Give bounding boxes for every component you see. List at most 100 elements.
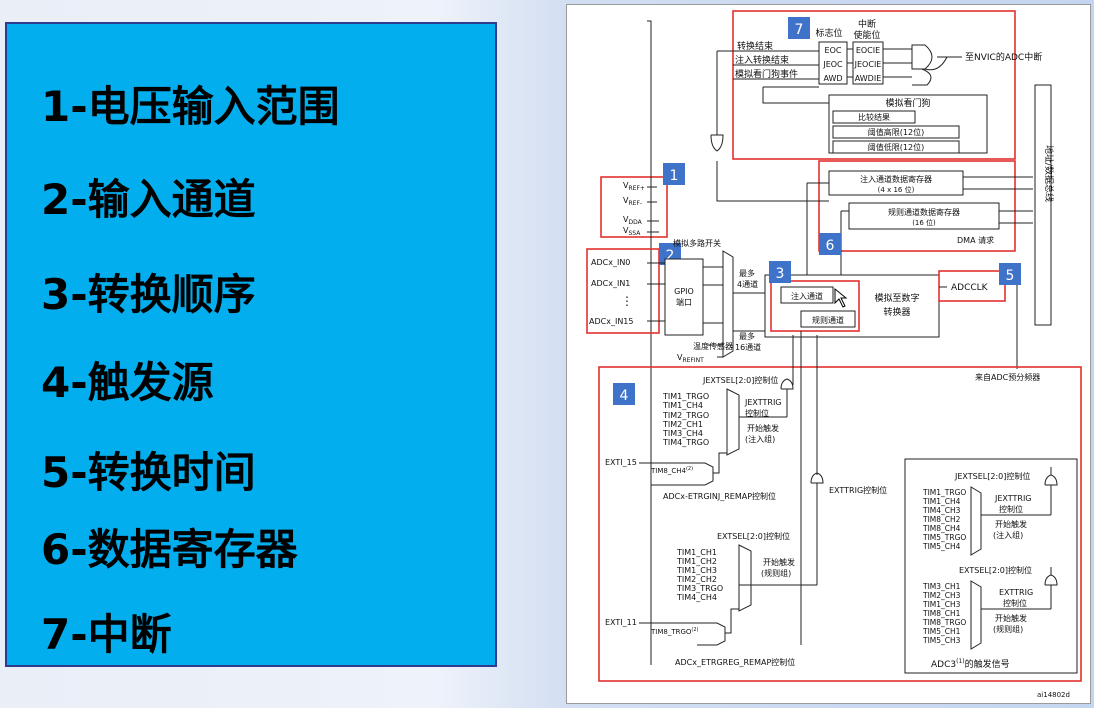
adc3-ext-signal: TIM8_TRGO — [922, 618, 966, 627]
enable-jeocie: JEOCIE — [854, 60, 882, 69]
nvic-label: 至NVIC的ADC中断 — [965, 51, 1042, 63]
adc3-jext-signal-list: TIM1_TRGO TIM1_CH4 TIM4_CH3 TIM8_CH2 TIM… — [922, 488, 966, 551]
start-inj-line2: (注入组) — [745, 434, 775, 444]
injected-channel-box — [780, 286, 834, 304]
mouse-cursor-icon — [834, 287, 848, 308]
exti15-label: EXTI_15 — [605, 458, 637, 467]
adc3-jextsel-title: JEXTSEL[2:0]控制位 — [954, 471, 1030, 481]
vrefint-label: VREFINT — [677, 353, 704, 364]
watchdog-low-box — [832, 140, 960, 154]
adc3-jext-signal: TIM1_TRGO — [922, 488, 966, 497]
adc3-exttrig-line1: EXTTRIG — [999, 588, 1033, 597]
extsel-title: EXTSEL[2:0]控制位 — [717, 531, 790, 541]
adc3-jexttrig-line1: JEXTTRIG — [994, 494, 1032, 503]
regular-channel: 规则通道 — [812, 315, 844, 325]
section-7-border — [732, 10, 1016, 160]
exti15-mux — [639, 452, 727, 486]
adc3-jext-mux — [970, 467, 1058, 556]
adc3-jext-signal: TIM5_CH4 — [922, 542, 961, 551]
flag-jeoc: JEOC — [822, 60, 843, 69]
enable-column-title-2: 使能位 — [853, 29, 880, 41]
badge-5-label: 5 — [1006, 268, 1015, 284]
adc3-extsel-title: EXTSEL[2:0]控制位 — [959, 565, 1032, 575]
badge-3-label: 3 — [776, 266, 785, 282]
jext-signal: TIM4_TRGO — [662, 438, 709, 447]
ext-signal: TIM1_CH2 — [676, 557, 717, 566]
adc3-ext-signal: TIM5_CH1 — [922, 627, 961, 636]
jextsel-title: JEXTSEL[2:0]控制位 — [702, 375, 778, 385]
adc3-start-reg-line2: (规则组) — [993, 624, 1023, 634]
topic-conversion-order: 3-转换顺序 — [41, 270, 256, 319]
regular-channel-box — [800, 310, 856, 328]
analog-mux-label: 模拟多路开关 — [673, 238, 721, 248]
start-reg-line1: 开始触发 — [763, 557, 795, 567]
input-watchdog-event: 模拟看门狗事件 — [735, 68, 798, 80]
ext-signal: TIM2_CH2 — [676, 575, 717, 584]
temp-sensor: 温度传感器 — [693, 341, 733, 351]
badge-4 — [613, 383, 635, 405]
adc3-ext-signal: TIM2_CH3 — [922, 591, 961, 600]
badge-1 — [663, 163, 685, 185]
section-2-border — [586, 248, 660, 334]
adcclk-label: ADCCLK — [951, 283, 989, 293]
ext-mux — [738, 544, 752, 612]
adc3-jext-signal: TIM5_TRGO — [922, 533, 966, 542]
input-in1: ADCx_IN1 — [591, 279, 630, 288]
vssa: VSSA — [623, 226, 641, 237]
gpio-port-box — [664, 258, 704, 336]
ext-signal-list: TIM1_CH1 TIM1_CH2 TIM1_CH3 TIM2_CH2 TIM3… — [676, 548, 723, 602]
adc-core-line2: 转换器 — [883, 306, 910, 318]
topic-list-panel: 1-电压输入范围 2-输入通道 3-转换顺序 4-触发源 5-转换时间 6-数据… — [5, 22, 497, 667]
badge-7 — [788, 17, 810, 39]
adc3-ext-signal: TIM5_CH3 — [922, 636, 961, 645]
exti11-mux — [639, 608, 739, 646]
badge-4-label: 4 — [620, 388, 629, 404]
adc3-ext-signal: TIM8_CH1 — [922, 609, 961, 618]
vref-plus: VREF+ — [623, 181, 645, 192]
section-3-border — [770, 280, 860, 332]
input-in15: ADCx_IN15 — [589, 317, 633, 326]
section-6-border — [818, 160, 1016, 252]
topic-conversion-time: 5-转换时间 — [41, 448, 256, 497]
clock-wires — [939, 285, 1018, 369]
start-reg-line2: (规则组) — [761, 568, 791, 578]
enable-awdie: AWDIE — [855, 74, 882, 83]
topic-trigger-source: 4-触发源 — [41, 358, 214, 407]
adc3-start-reg-line1: 开始触发 — [995, 613, 1027, 623]
input-ellipsis: ⋮ — [621, 294, 633, 308]
max-4-line1: 最多 — [739, 268, 755, 278]
figure-id: ai14802d — [1037, 691, 1070, 699]
watchdog-compare-box — [832, 110, 916, 124]
watchdog-low: 阈值低限(12位) — [868, 142, 924, 152]
badge-1-label: 1 — [670, 168, 679, 184]
adc3-jext-signal: TIM1_CH4 — [922, 497, 961, 506]
injected-register-title: 注入通道数据寄存器 — [860, 174, 932, 184]
topic-data-register: 6-数据寄存器 — [41, 525, 298, 574]
regular-register-title: 规则通道数据寄存器 — [888, 207, 960, 217]
ext-signal: TIM4_CH4 — [676, 593, 717, 602]
adc3-ext-mux — [970, 567, 1058, 650]
injected-channel: 注入通道 — [791, 291, 823, 301]
ext-signal: TIM3_TRGO — [676, 584, 723, 593]
enable-eocie: EOCIE — [856, 46, 880, 55]
badge-6 — [819, 233, 841, 255]
badge-7-label: 7 — [795, 22, 804, 38]
section-1-border — [600, 176, 668, 238]
input-injected-end: 注入转换结束 — [735, 54, 789, 66]
gpio-label-2: 端口 — [676, 297, 692, 307]
bus-label: 地址/数据总线 — [1043, 145, 1055, 202]
jext-signal: TIM3_CH4 — [662, 429, 703, 438]
sensor-wires — [707, 344, 723, 358]
injected-register-size: (4 x 16 位) — [878, 185, 915, 194]
vref-minus: VREF- — [623, 196, 642, 207]
adc-block-diagram-panel: 7 标志位 中断 使能位 EOC JEOC AWD EOCIE JEOCIE A… — [566, 4, 1091, 704]
adc3-start-inj-line1: 开始触发 — [995, 519, 1027, 529]
max-16-line2: 16通道 — [735, 342, 761, 352]
adc3-jexttrig-line2: 控制位 — [999, 504, 1023, 514]
vref-pins — [647, 20, 659, 665]
topic-voltage-range: 1-电压输入范围 — [41, 82, 340, 131]
input-in0: ADCx_IN0 — [591, 258, 630, 267]
flag-column-title: 标志位 — [815, 27, 842, 39]
jext-signal: TIM2_TRGO — [662, 411, 709, 420]
jext-mux — [726, 378, 794, 456]
